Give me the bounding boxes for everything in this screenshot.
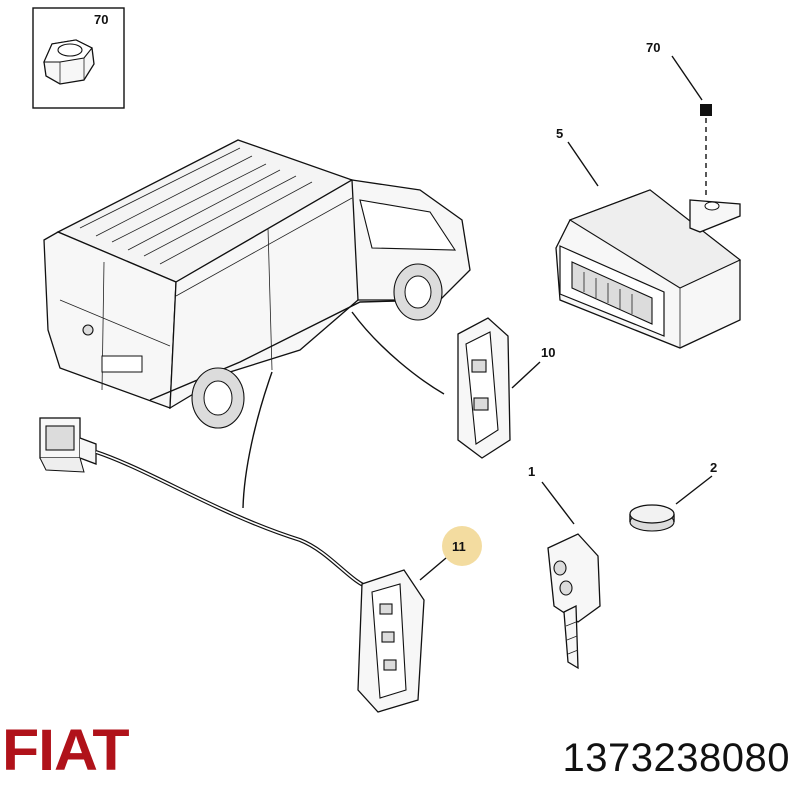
callout-switch-panel: 10	[541, 345, 555, 360]
brand-logo: FIAT	[2, 718, 130, 783]
leader-to-cable	[242, 371, 273, 509]
callout-battery: 2	[710, 460, 717, 475]
bolt-icon	[700, 104, 712, 196]
callout-nut: 70	[94, 12, 108, 27]
callout-module: 5	[556, 126, 563, 141]
door-handle-switch	[357, 569, 425, 713]
callout-handle: 11	[452, 539, 466, 554]
nut-icon	[43, 39, 95, 85]
leader-to-switch	[351, 311, 445, 395]
wiring-cable	[95, 450, 371, 590]
wiring-connector	[39, 417, 97, 473]
van-drawing	[43, 139, 471, 429]
part-number: 1373238080	[562, 736, 790, 780]
control-module	[555, 189, 742, 349]
switch-panel	[457, 317, 511, 459]
nut-inset: 70	[32, 7, 125, 109]
highlight-circle	[442, 526, 482, 566]
callout-bolt: 70	[646, 40, 660, 55]
callout-key: 1	[528, 464, 535, 479]
front-wheel	[393, 263, 443, 321]
coin-battery	[629, 504, 675, 532]
rear-wheel	[191, 367, 245, 429]
remote-key	[547, 533, 601, 670]
